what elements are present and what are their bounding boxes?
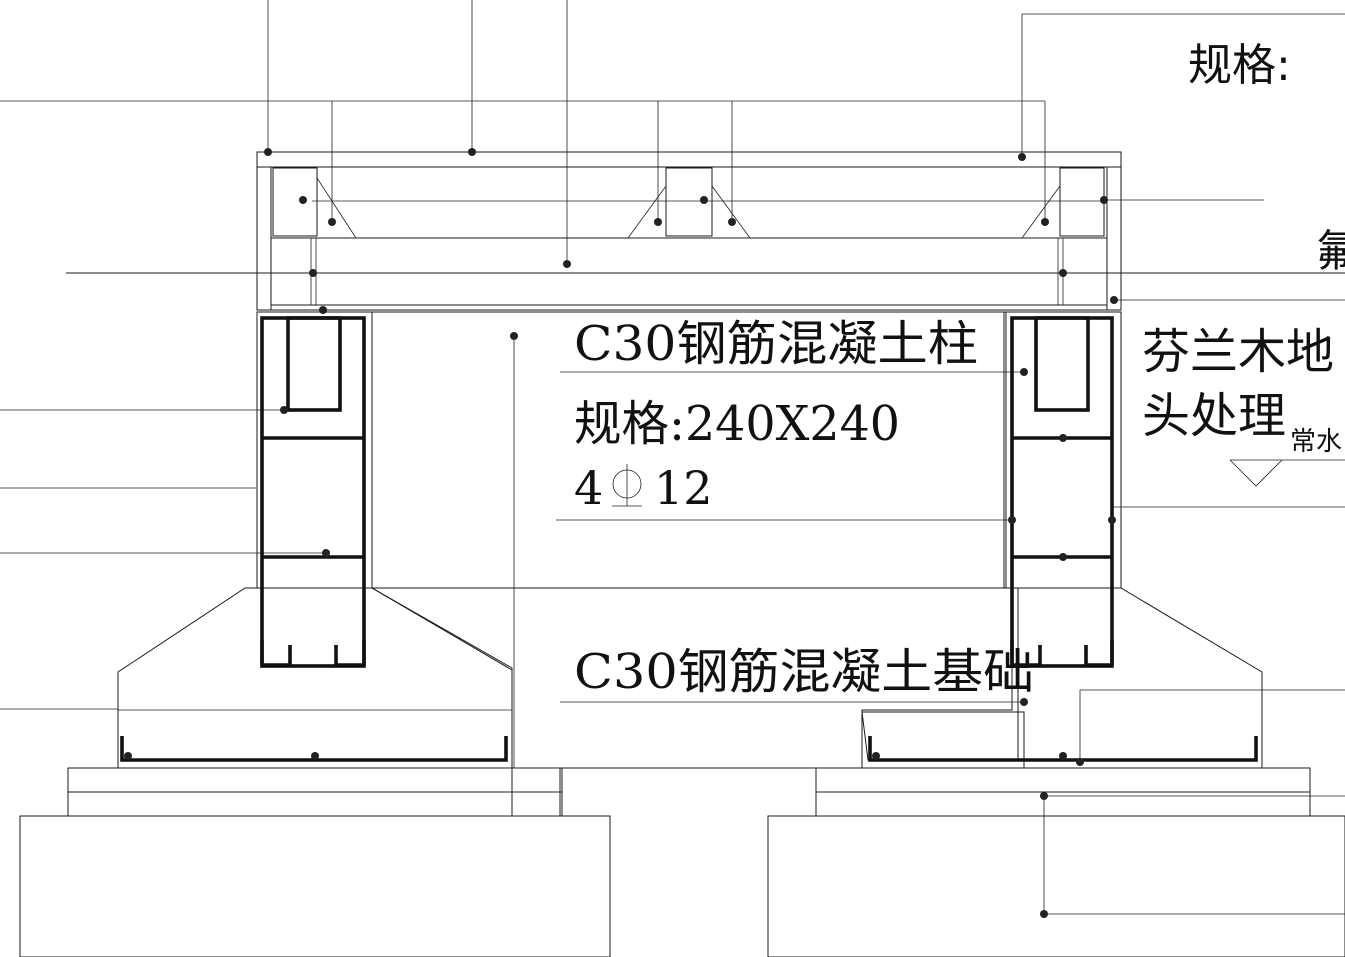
central-fill xyxy=(371,311,1025,817)
leader-dots xyxy=(124,148,1118,918)
rebar-grade-symbol xyxy=(612,464,642,507)
column-spec-label: 规格:240X240 xyxy=(574,396,900,452)
right-partial-top-label: 氟 xyxy=(1316,226,1345,277)
rebar-size-label: 12 xyxy=(654,461,713,515)
deck-frame xyxy=(256,151,1122,311)
cushion-layers xyxy=(67,767,1311,817)
top-spec-label: 规格: xyxy=(1188,40,1291,91)
rebar-count-label: 4 xyxy=(574,461,603,515)
leader-lines xyxy=(0,0,1345,915)
foundation-name-label: C30钢筋混凝土基础 xyxy=(574,644,1034,700)
water-level-symbol xyxy=(1229,459,1345,487)
water-level-label: 常水 xyxy=(1290,427,1342,457)
finnish-wood-line2: 头处理 xyxy=(1142,388,1286,444)
gravel-base xyxy=(19,815,1345,957)
column-name-label: C30钢筋混凝土柱 xyxy=(574,316,978,372)
finnish-wood-line1: 芬兰木地 xyxy=(1142,324,1334,380)
left-column xyxy=(117,311,513,769)
text-labels: 规格: 氟 C30钢筋混凝土柱 规格:240X240 4 12 C30钢筋混凝土… xyxy=(574,40,1345,700)
